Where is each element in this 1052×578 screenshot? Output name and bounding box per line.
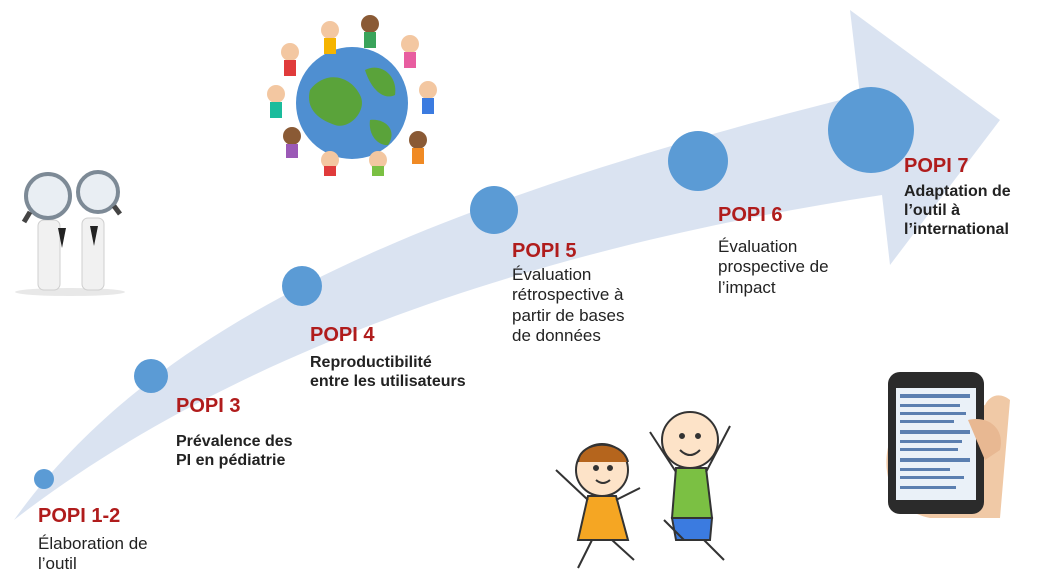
milestone-node-3 <box>282 266 322 306</box>
magnifier-people-illustration <box>15 170 125 296</box>
milestone-title: POPI 6 <box>718 204 783 226</box>
kids-around-globe-illustration <box>267 15 437 176</box>
milestone-node-1 <box>34 469 54 489</box>
milestone-label-2: POPI 3 Prévalence des PI en pédiatrie <box>176 394 293 470</box>
milestone-label-5: POPI 6 Évaluation prospective de l’impac… <box>718 203 829 298</box>
milestone-label-4: POPI 5 Évaluation rétrospective à partir… <box>512 239 624 347</box>
milestone-title: POPI 1-2 <box>38 505 121 527</box>
jumping-kids-illustration <box>555 411 731 569</box>
milestone-label-6: POPI 7 Adaptation de l’outil à l’interna… <box>904 154 1011 240</box>
milestone-description: Évaluation prospective de l’impact <box>718 237 829 297</box>
milestone-title: POPI 3 <box>176 395 241 417</box>
milestone-description: Prévalence des PI en pédiatrie <box>176 433 293 470</box>
milestone-description: Adaptation de l’outil à l’international <box>904 183 1011 239</box>
milestone-node-5 <box>668 131 728 191</box>
milestone-description: Élaboration de l’outil <box>38 534 148 574</box>
milestone-title: POPI 5 <box>512 240 577 262</box>
milestone-node-6 <box>828 87 914 173</box>
milestone-description: Reproductibilité entre les utilisateurs <box>310 354 466 391</box>
milestone-node-4 <box>470 186 518 234</box>
milestone-description: Évaluation rétrospective à partir de bas… <box>512 265 625 346</box>
milestone-title: POPI 7 <box>904 155 969 177</box>
milestone-node-2 <box>134 359 168 393</box>
milestone-label-1: POPI 1-2 Élaboration de l’outil <box>38 504 148 575</box>
milestone-title: POPI 4 <box>310 324 375 346</box>
milestone-label-3: POPI 4 Reproductibilité entre les utilis… <box>310 323 466 391</box>
smartphone-in-hand-illustration <box>886 372 1010 518</box>
progress-arrow <box>14 10 1000 520</box>
